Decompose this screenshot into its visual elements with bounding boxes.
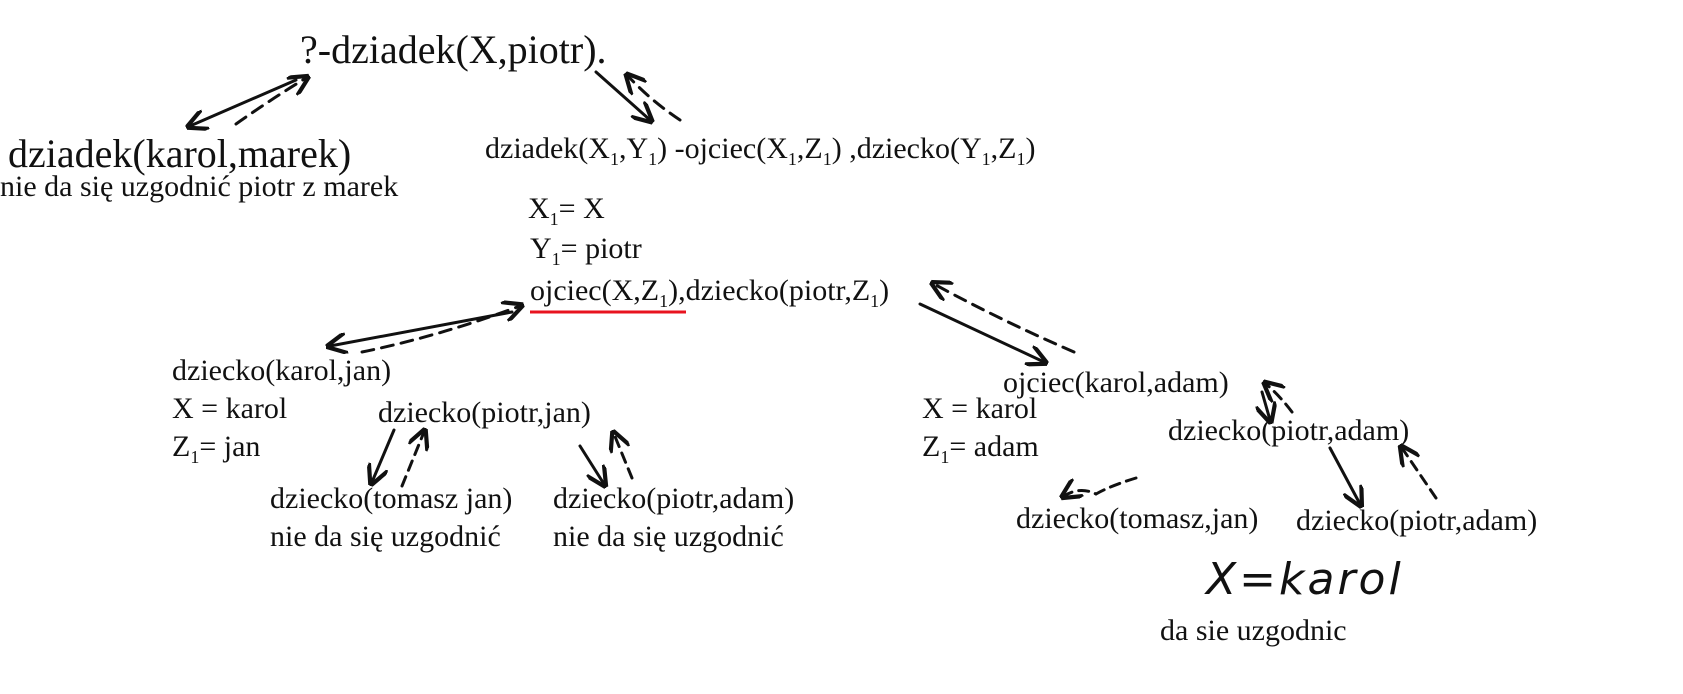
right-try1: dziecko(tomasz,jan) (1016, 502, 1259, 535)
left-bind-z: Z1= jan (172, 430, 261, 467)
arrow-fail1-to-leftgoal-back (400, 432, 424, 488)
arrow-query-to-fact (190, 78, 298, 126)
subscript: 1 (549, 209, 559, 229)
right-bind-z-var: Z (922, 430, 941, 463)
arrow-goal-to-rightfact-back (1266, 384, 1294, 414)
arrow-fail2-to-leftgoal-back (614, 434, 634, 480)
subscript: 1 (659, 291, 669, 311)
left-fail2-text: nie da się uzgodnić (553, 520, 784, 553)
rule-clause: dziadek(X1,Y1) -ojciec(X1,Z1) ,dziecko(Y… (485, 132, 1036, 169)
left-fact: dziecko(karol,jan) (172, 354, 392, 387)
left-bind-z-val: = jan (199, 430, 261, 463)
rule-part-5: ) ,dziecko(Y (831, 132, 982, 165)
arrow-goal-to-try1 (1064, 476, 1138, 496)
subscript: 1 (190, 447, 200, 467)
arrow-query-to-rule (594, 70, 650, 120)
fail-label-piotr-marek: nie da się uzgodnić piotr z marek (0, 170, 399, 203)
subscript: 1 (787, 149, 797, 169)
arrow-leftgoal-to-fail2 (578, 444, 604, 484)
arrow-goal-to-right (918, 302, 1044, 362)
subscript: 1 (1016, 149, 1026, 169)
goal-line: ojciec(X,Z1),dziecko(piotr,Z1) (530, 274, 890, 311)
right-bind-x: X = karol (922, 392, 1038, 425)
query-node: ?-dziadek(X,piotr). (300, 27, 607, 72)
arrow-rule-to-query-back (628, 76, 682, 122)
binding-x1: X1= X (528, 192, 605, 229)
left-fail1-fact: dziecko(tomasz jan) (270, 482, 513, 515)
subscript: 1 (981, 149, 991, 169)
binding-x1-var: X (528, 192, 550, 225)
left-bind-x: X = karol (172, 392, 288, 425)
arrow-fact-to-query-back (234, 78, 306, 126)
rule-part-3: ) -ojciec(X (657, 132, 788, 165)
arrow-left-to-goal-back (360, 306, 520, 354)
goal-close: ) (879, 274, 890, 307)
right-try2: dziecko(piotr,adam) (1296, 504, 1538, 537)
rule-part-7: ) (1025, 132, 1036, 165)
binding-y1-var: Y (530, 232, 552, 265)
right-goal: dziecko(piotr,adam) (1168, 414, 1410, 447)
arrow-goal-to-try2 (1328, 446, 1360, 504)
binding-y1: Y1= piotr (530, 232, 642, 269)
result-handwritten: X=karol (1206, 554, 1404, 605)
subscript: 1 (648, 149, 658, 169)
rule-part-1: dziadek(X (485, 132, 610, 165)
binding-x1-val: = X (558, 192, 605, 225)
subscript: 1 (870, 291, 880, 311)
arrow-try2-to-goal-back (1402, 448, 1438, 500)
rule-part-4: ,Z (796, 132, 823, 165)
right-fact: ojciec(karol,adam) (1003, 366, 1229, 399)
subscript: 1 (551, 249, 561, 269)
left-goal: dziecko(piotr,jan) (378, 396, 591, 429)
goal-dziecko: ),dziecko(piotr,Z (668, 274, 871, 307)
subscript: 1 (609, 149, 619, 169)
subscript: 1 (822, 149, 832, 169)
result-text: da sie uzgodnic (1160, 614, 1347, 647)
rule-part-6: ,Z (990, 132, 1017, 165)
binding-y1-val: = piotr (560, 232, 642, 265)
right-bind-z: Z1= adam (922, 430, 1039, 467)
arrow-rightfact-to-goal (1262, 390, 1270, 420)
arrow-right-to-goal-back (934, 284, 1076, 354)
subscript: 1 (940, 447, 950, 467)
goal-ojciec: ojciec(X,Z (530, 274, 660, 307)
rule-part-2: ,Y (618, 132, 649, 165)
arrow-leftgoal-to-fail1 (372, 428, 396, 482)
fact-dziadek-karol-marek: dziadek(karol,marek) (8, 131, 352, 176)
left-bind-z-var: Z (172, 430, 191, 463)
arrow-goal-to-left (330, 310, 514, 346)
right-bind-z-val: = adam (949, 430, 1039, 463)
left-fail1-text: nie da się uzgodnić (270, 520, 501, 553)
